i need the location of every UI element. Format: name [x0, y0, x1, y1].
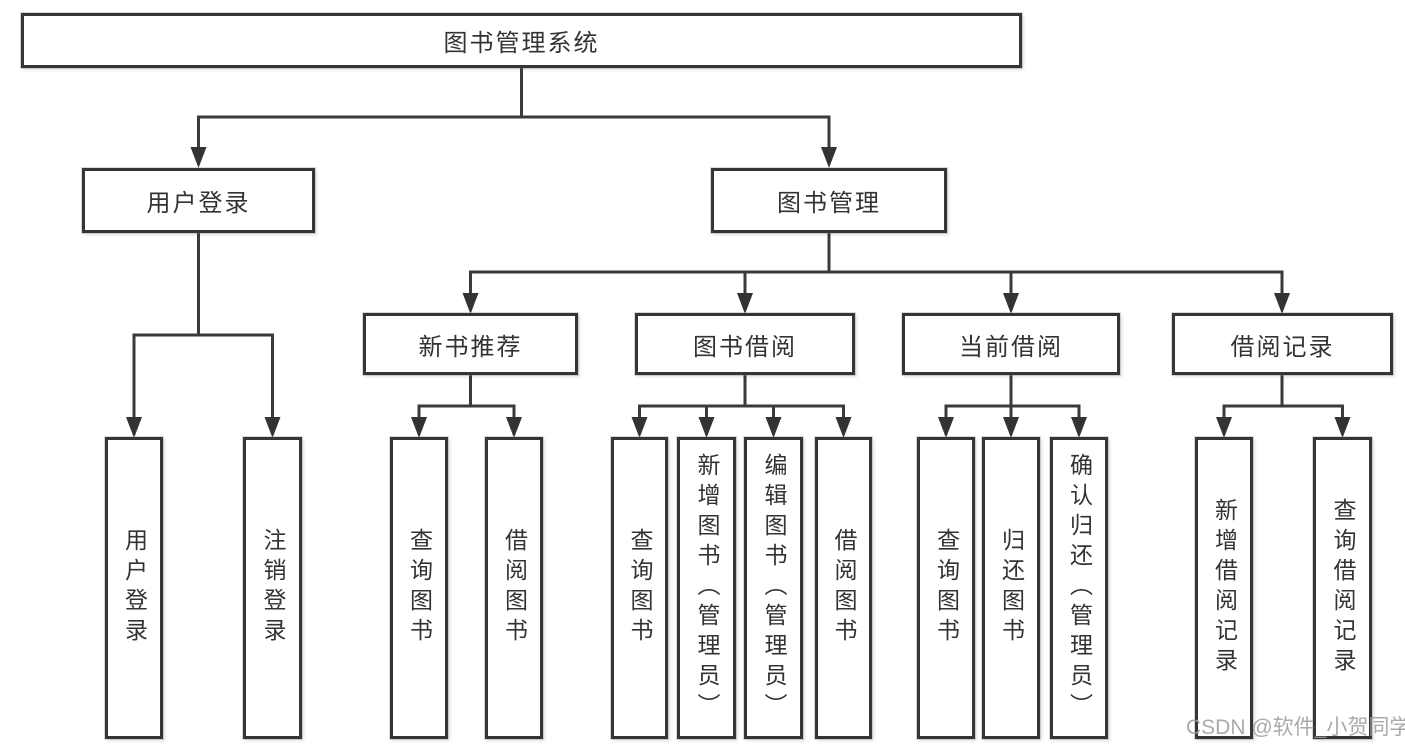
leaf-cb-confirm-return-admin: 确认归还（管理员） [1050, 437, 1108, 739]
leaf-br-add-record-label: 新增借阅记录 [1211, 498, 1238, 678]
node-new-book-recommend-label: 新书推荐 [418, 333, 523, 361]
arrowhead-br-query [1334, 417, 1351, 438]
leaf-bb-query-books-label: 查询图书 [627, 528, 653, 648]
leaf-br-query-record: 查询借阅记录 [1313, 437, 1372, 739]
leaf-bb-add-books-admin: 新增图书（管理员） [677, 437, 736, 739]
edge-new-book-to-leaves [411, 375, 522, 438]
arrowhead-book-mgmt [821, 147, 837, 168]
arrowhead-nb-query [411, 417, 427, 438]
leaf-bb-add-books-admin-label: 新增图书（管理员） [694, 453, 720, 723]
arrowhead-cb-confirm [1071, 417, 1087, 438]
leaf-cb-confirm-return-admin-label: 确认归还（管理员） [1066, 453, 1093, 723]
node-borrow-records-label: 借阅记录 [1230, 333, 1335, 361]
arrowhead-nb-borrow [506, 417, 522, 438]
leaf-nb-query-books-label: 查询图书 [406, 528, 433, 648]
arrowhead-bb-edit [765, 417, 782, 438]
leaf-cb-return-books: 归还图书 [982, 437, 1040, 739]
leaf-user-login-label: 用户登录 [121, 528, 148, 648]
leaf-logout: 注销登录 [243, 437, 302, 739]
leaf-cb-query-books-label: 查询图书 [933, 528, 960, 648]
csdn-watermark: CSDN @软件_小贺同学 [1186, 716, 1405, 739]
node-book-borrow: 图书借阅 [635, 313, 855, 375]
leaf-bb-borrow-books-label: 借阅图书 [831, 528, 857, 648]
node-book-management-label: 图书管理 [777, 190, 881, 217]
leaf-nb-borrow-books-label: 借阅图书 [501, 528, 528, 648]
leaf-bb-borrow-books: 借阅图书 [815, 437, 872, 739]
edge-root-lines [197, 68, 831, 152]
edge-current-borrow-to-leaves [938, 375, 1087, 438]
leaf-br-add-record: 新增借阅记录 [1195, 437, 1253, 739]
arrowhead-bb-borrow [835, 417, 852, 438]
edge-user-login-to-leaves [126, 233, 281, 438]
arrowhead-cb-query [938, 417, 954, 438]
node-root-label: 图书管理系统 [443, 30, 600, 57]
arrowhead-leaf-user-login [126, 417, 142, 438]
arrowhead-borrow-records [1274, 293, 1290, 314]
leaf-cb-return-books-label: 归还图书 [998, 528, 1025, 648]
arrowhead-user-login [190, 147, 207, 168]
node-user-login: 用户登录 [82, 168, 315, 233]
leaf-bb-edit-books-admin: 编辑图书（管理员） [744, 437, 803, 739]
arrowhead-new-book [462, 293, 479, 314]
leaf-nb-borrow-books: 借阅图书 [485, 437, 543, 739]
edge-user-login-lines [132, 233, 274, 422]
node-user-login-label: 用户登录 [146, 190, 251, 217]
edge-book-mgmt-to-level3 [462, 233, 1290, 314]
leaf-logout-label: 注销登录 [260, 528, 286, 648]
arrowhead-cb-return [1003, 417, 1019, 438]
edge-borrow-records-to-leaves [1216, 375, 1351, 438]
node-current-borrow: 当前借阅 [902, 313, 1120, 375]
edge-new-book-lines [417, 375, 516, 422]
edge-book-borrow-lines [638, 375, 845, 422]
edge-book-borrow-to-leaves [631, 375, 852, 438]
arrowhead-bb-query [631, 417, 648, 438]
leaf-user-login: 用户登录 [105, 437, 163, 739]
leaf-cb-query-books: 查询图书 [917, 437, 975, 739]
edge-book-mgmt-lines [469, 233, 1284, 297]
arrowhead-book-borrow [737, 293, 753, 314]
leaf-nb-query-books: 查询图书 [390, 437, 448, 739]
node-root-library-system: 图书管理系统 [21, 13, 1022, 68]
arrowhead-current-borrow [1003, 293, 1019, 314]
arrowhead-leaf-logout [264, 417, 281, 438]
edge-root-to-level2 [190, 68, 837, 168]
edge-borrow-records-lines [1222, 375, 1344, 422]
node-book-management: 图书管理 [711, 168, 947, 233]
node-borrow-records: 借阅记录 [1172, 313, 1393, 375]
node-new-book-recommend: 新书推荐 [363, 313, 578, 375]
leaf-br-query-record-label: 查询借阅记录 [1330, 498, 1356, 678]
arrowhead-bb-add [698, 417, 715, 438]
edge-current-borrow-lines [944, 375, 1081, 422]
arrowhead-br-add [1216, 417, 1232, 438]
node-current-borrow-label: 当前借阅 [959, 333, 1063, 361]
leaf-bb-edit-books-admin-label: 编辑图书（管理员） [761, 453, 787, 723]
node-book-borrow-label: 图书借阅 [693, 333, 797, 361]
leaf-bb-query-books: 查询图书 [611, 437, 668, 739]
